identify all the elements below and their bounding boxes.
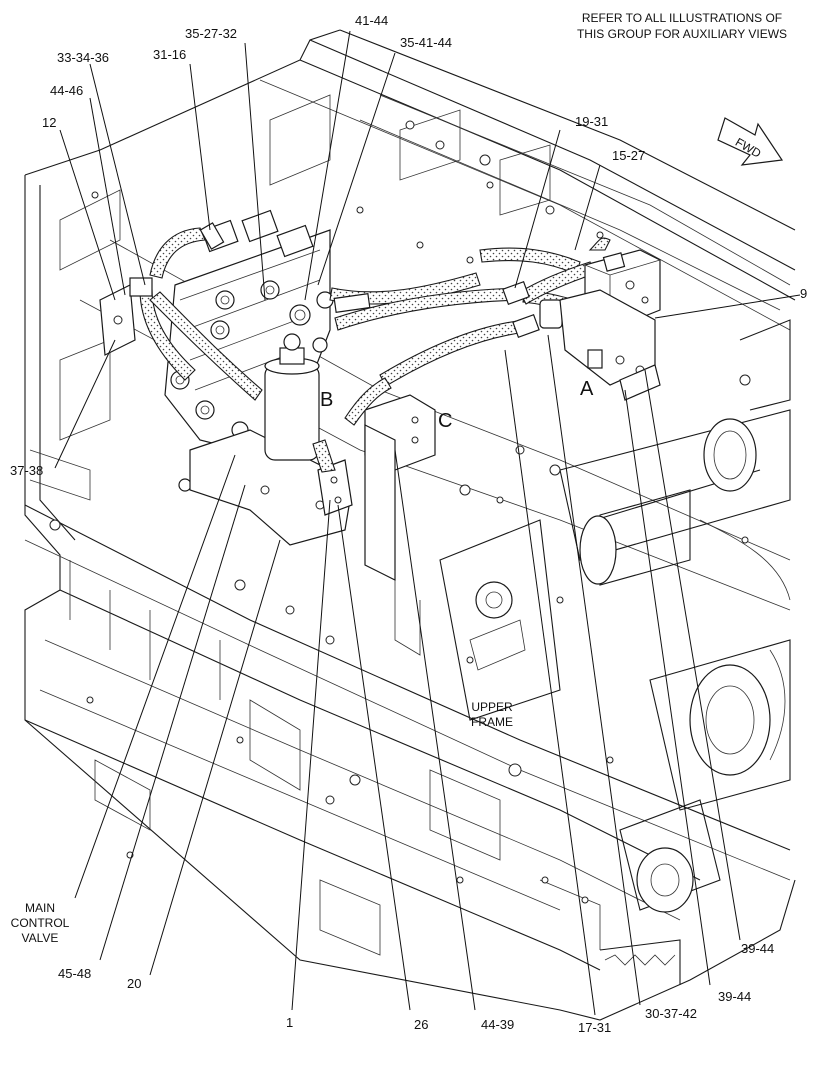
callout-35-41-44: 35-41-44 (400, 35, 452, 50)
callout-45-48: 45-48 (58, 966, 91, 981)
callout-39-44-upper: 39-44 (741, 941, 774, 956)
leader-lines (54, 30, 801, 1016)
main-control-valve-assembly (99, 209, 353, 546)
callout-17-31: 17-31 (578, 1020, 611, 1035)
callout-labels: 35-27-32 41-44 33-34-36 31-16 35-41-44 4… (10, 13, 807, 1035)
note-line-2: THIS GROUP FOR AUXILIARY VIEWS (577, 27, 787, 41)
callout-44-39: 44-39 (481, 1017, 514, 1032)
callout-20: 20 (127, 976, 141, 991)
callout-33-34-36: 33-34-36 (57, 50, 109, 65)
main-valve-label-2: CONTROL (11, 916, 70, 930)
valve-block-a (559, 249, 661, 401)
note-line-1: REFER TO ALL ILLUSTRATIONS OF (582, 11, 782, 25)
callout-44-46: 44-46 (50, 83, 83, 98)
view-letter-b: B (320, 389, 333, 411)
callout-41-44: 41-44 (355, 13, 388, 28)
callout-15-27: 15-27 (612, 148, 645, 163)
upper-frame-label-1: UPPER (471, 700, 513, 714)
callout-1: 1 (286, 1015, 293, 1030)
view-letter-c: C (438, 410, 452, 432)
main-valve-label-3: VALVE (22, 931, 59, 945)
upper-frame-drawing (24, 29, 796, 1021)
callout-26: 26 (414, 1017, 428, 1032)
callout-30-37-42: 30-37-42 (645, 1006, 697, 1021)
callout-31-16: 31-16 (153, 47, 186, 62)
callout-37-38: 37-38 (10, 463, 43, 478)
callout-35-27-32: 35-27-32 (185, 26, 237, 41)
callout-9: 9 (800, 286, 807, 301)
callout-39-44-lower: 39-44 (718, 989, 751, 1004)
fwd-arrow: FWD (717, 117, 784, 166)
callout-12: 12 (42, 115, 56, 130)
view-letter-a: A (580, 378, 594, 400)
main-valve-label-1: MAIN (25, 901, 55, 915)
hydraulic-hoses (129, 222, 611, 473)
upper-frame-label-2: FRAME (471, 715, 513, 729)
callout-19-31: 19-31 (575, 114, 608, 129)
